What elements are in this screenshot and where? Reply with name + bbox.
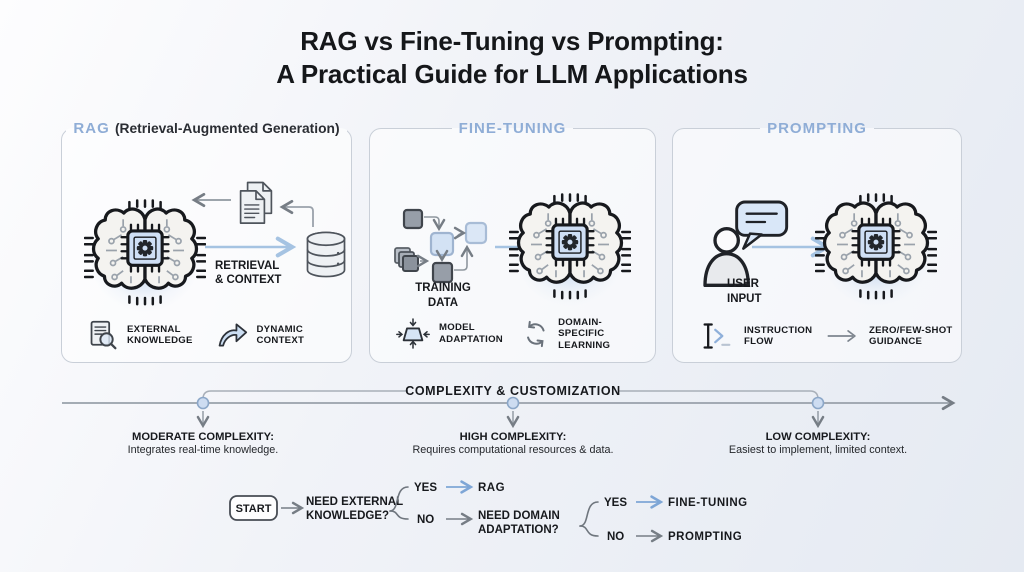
complexity-description: Integrates real-time knowledge.	[127, 444, 279, 456]
retrieval-label-line1: RETRIEVAL	[215, 260, 279, 272]
decision-flowchart: START NEED EXTERNAL KNOWLEDGE? YES RAG N…	[229, 480, 748, 543]
feature-model-adaptation: MODEL ADAPTATION	[396, 317, 522, 352]
documents-icon	[239, 181, 273, 224]
user-input-label-line2: INPUT	[727, 293, 762, 305]
branch1-no: NO	[417, 514, 434, 526]
prompting-title-text: PROMPTING	[767, 120, 867, 137]
result-prompting: PROMPTING	[668, 531, 742, 543]
page-title: RAG vs Fine-Tuning vs Prompting: A Pract…	[0, 25, 1024, 91]
question2-line2: ADAPTATION?	[478, 524, 559, 536]
dynamic-context-icon	[218, 323, 247, 347]
start-label: START	[236, 503, 272, 515]
result-fine-tuning: FINE-TUNING	[668, 497, 748, 509]
branch2-no: NO	[607, 531, 624, 543]
zero-few-shot-icon	[827, 330, 856, 342]
domain-specific-learning-icon	[526, 320, 545, 347]
panel-rag: RAG (Retrieval-Augmented Generation) RET…	[61, 120, 352, 363]
training-data-label-line2: DATA	[428, 297, 458, 309]
feature-label: ZERO/FEW-SHOT	[869, 324, 953, 336]
feature-label: FLOW	[744, 336, 774, 347]
feature-label: CONTEXT	[256, 335, 305, 346]
brain-chip-icon	[510, 194, 630, 306]
rag-subtitle-text: (Retrieval-Augmented Generation)	[114, 121, 340, 136]
feature-label: LEARNING	[558, 339, 611, 351]
complexity-title: COMPLEXITY & CUSTOMIZATION	[405, 384, 621, 398]
instruction-flow-icon	[703, 323, 731, 349]
complexity-description: Requires computational resources & data.	[412, 444, 614, 456]
feature-label: ADAPTATION	[439, 333, 503, 345]
prompting-features: INSTRUCTION FLOW ZERO/FEW-SHOT GUIDANCE	[699, 321, 953, 351]
question1-line1: NEED EXTERNAL	[306, 496, 403, 508]
feature-label: MODEL	[439, 322, 475, 334]
panel-fine-tuning-title: FINE-TUNING	[452, 120, 574, 137]
user-speech-icon	[703, 200, 789, 288]
timeline-nodes	[196, 396, 825, 410]
complexity-heading: MODERATE COMPLEXITY:	[132, 431, 274, 443]
feature-domain-learning: DOMAIN-SPECIFIC LEARNING	[522, 317, 648, 352]
page-title-line2: A Practical Guide for LLM Applications	[276, 59, 748, 89]
complexity-heading: HIGH COMPLEXITY:	[459, 431, 567, 443]
fine-tuning-title-text: FINE-TUNING	[458, 120, 567, 137]
page-title-line1: RAG vs Fine-Tuning vs Prompting:	[300, 26, 724, 56]
panel-prompting: PROMPTING USER INPUT INSTRUCTION FLOW	[672, 120, 962, 363]
rag-title-text: RAG	[73, 120, 110, 137]
db-to-docs-arrow	[279, 199, 314, 227]
model-adaptation-icon	[396, 318, 430, 349]
fine-tuning-features: MODEL ADAPTATION DOMAIN-SPECIFIC LEARNIN…	[396, 317, 647, 352]
fine-tuning-illustration: TRAINING DATA	[394, 155, 654, 309]
brain-chip-icon	[85, 200, 205, 312]
complexity-label-high: HIGH COMPLEXITY: Requires computational …	[373, 430, 653, 457]
branch2-yes: YES	[604, 497, 627, 509]
branch1-yes: YES	[414, 482, 437, 494]
external-knowledge-icon	[90, 320, 117, 350]
complexity-timeline: COMPLEXITY & CUSTOMIZATION	[62, 384, 956, 429]
feature-label: EXTERNAL	[127, 323, 181, 335]
retrieval-label-line2: & CONTEXT	[215, 274, 281, 286]
training-data-icon	[394, 208, 488, 284]
brain-chip-icon	[816, 194, 936, 306]
panel-prompting-title: PROMPTING	[760, 120, 874, 137]
bracket-right	[618, 390, 819, 403]
feature-label: KNOWLEDGE	[127, 335, 193, 346]
rag-illustration: RETRIEVAL & CONTEXT	[63, 181, 346, 325]
result-rag: RAG	[478, 482, 505, 494]
rag-features: EXTERNAL KNOWLEDGE DYNAMIC CONTEXT	[88, 319, 343, 351]
prompting-illustration: USER INPUT	[703, 155, 960, 325]
feature-label: GUIDANCE	[869, 336, 923, 347]
branch1-fork	[389, 486, 409, 520]
complexity-heading: LOW COMPLEXITY:	[765, 431, 871, 443]
timeline-drop-arrows	[196, 411, 825, 429]
database-icon	[306, 231, 346, 278]
question2-line1: NEED DOMAIN	[478, 510, 560, 522]
complexity-description: Easiest to implement, limited context.	[728, 444, 908, 456]
complexity-label-low: LOW COMPLEXITY: Easiest to implement, li…	[678, 430, 958, 457]
feature-instruction-flow: INSTRUCTION FLOW	[699, 321, 826, 351]
feature-external-knowledge: EXTERNAL KNOWLEDGE	[88, 319, 216, 351]
branch2-fork	[579, 501, 599, 537]
complexity-label-moderate: MODERATE COMPLEXITY: Integrates real-tim…	[63, 430, 343, 457]
feature-label: DOMAIN-SPECIFIC	[558, 316, 605, 340]
bracket-left	[202, 390, 408, 403]
start-box	[229, 495, 278, 521]
feature-zero-few-shot: ZERO/FEW-SHOT GUIDANCE	[826, 321, 953, 351]
question1-line2: KNOWLEDGE?	[306, 510, 389, 522]
panel-rag-title: RAG (Retrieval-Augmented Generation)	[66, 120, 346, 137]
feature-label: DYNAMIC	[256, 323, 304, 335]
feature-label: INSTRUCTION	[744, 324, 813, 336]
user-input-label-line1: USER	[727, 278, 760, 290]
panel-fine-tuning: FINE-TUNING TRAINING DATA	[369, 120, 656, 363]
feature-dynamic-context: DYNAMIC CONTEXT	[216, 319, 344, 351]
training-data-label-line1: TRAINING	[415, 282, 471, 294]
